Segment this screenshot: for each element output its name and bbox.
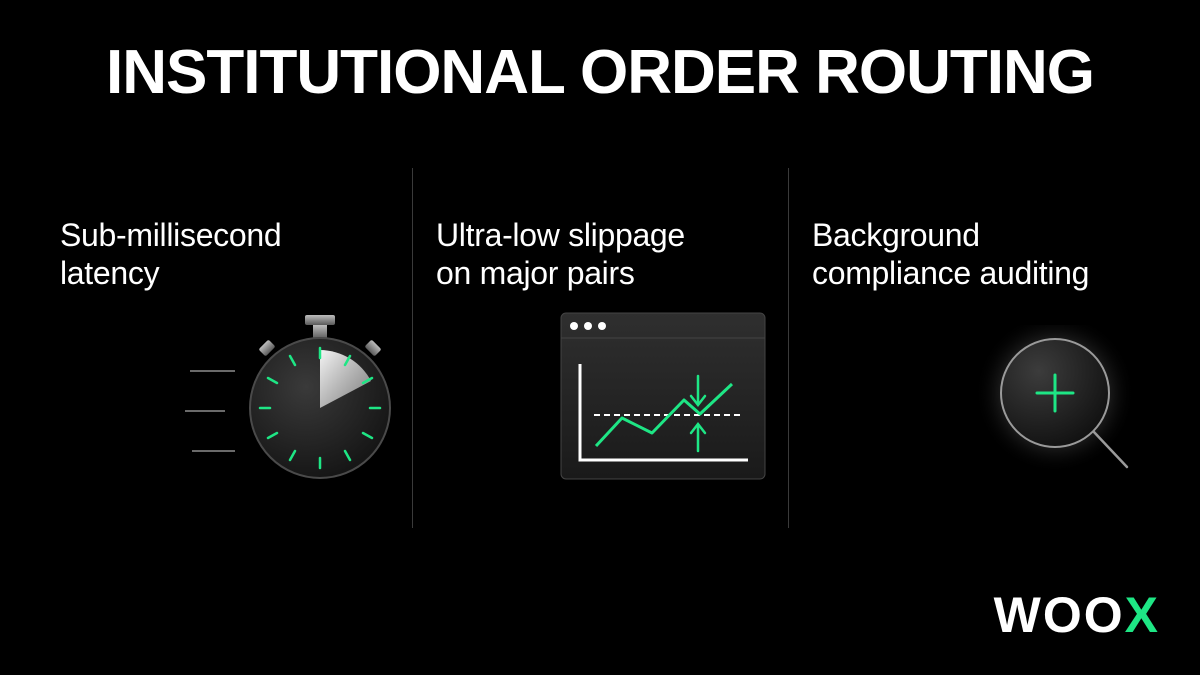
stopwatch-icon [185,315,391,479]
magnifier-icon [975,325,1135,473]
feature-title-latency: Sub-millisecond latency [60,216,400,292]
column-divider [788,168,789,528]
logo-text: WOO [993,587,1125,643]
feature-title-line: Background [812,217,980,253]
feature-title-line: compliance auditing [812,255,1090,291]
feature-title-line: Ultra-low slippage [436,217,685,253]
woox-logo: WOOX [994,590,1160,640]
column-divider [412,168,413,528]
feature-title-compliance: Background compliance auditing [812,216,1152,292]
feature-title-line: latency [60,255,160,291]
logo-accent: X [1124,587,1160,643]
chart-window-icon [560,312,766,480]
feature-title-line: on major pairs [436,255,635,291]
feature-title-line: Sub-millisecond [60,217,282,253]
page-title: INSTITUTIONAL ORDER ROUTING [106,38,1095,107]
feature-title-slippage: Ultra-low slippage on major pairs [436,216,776,292]
